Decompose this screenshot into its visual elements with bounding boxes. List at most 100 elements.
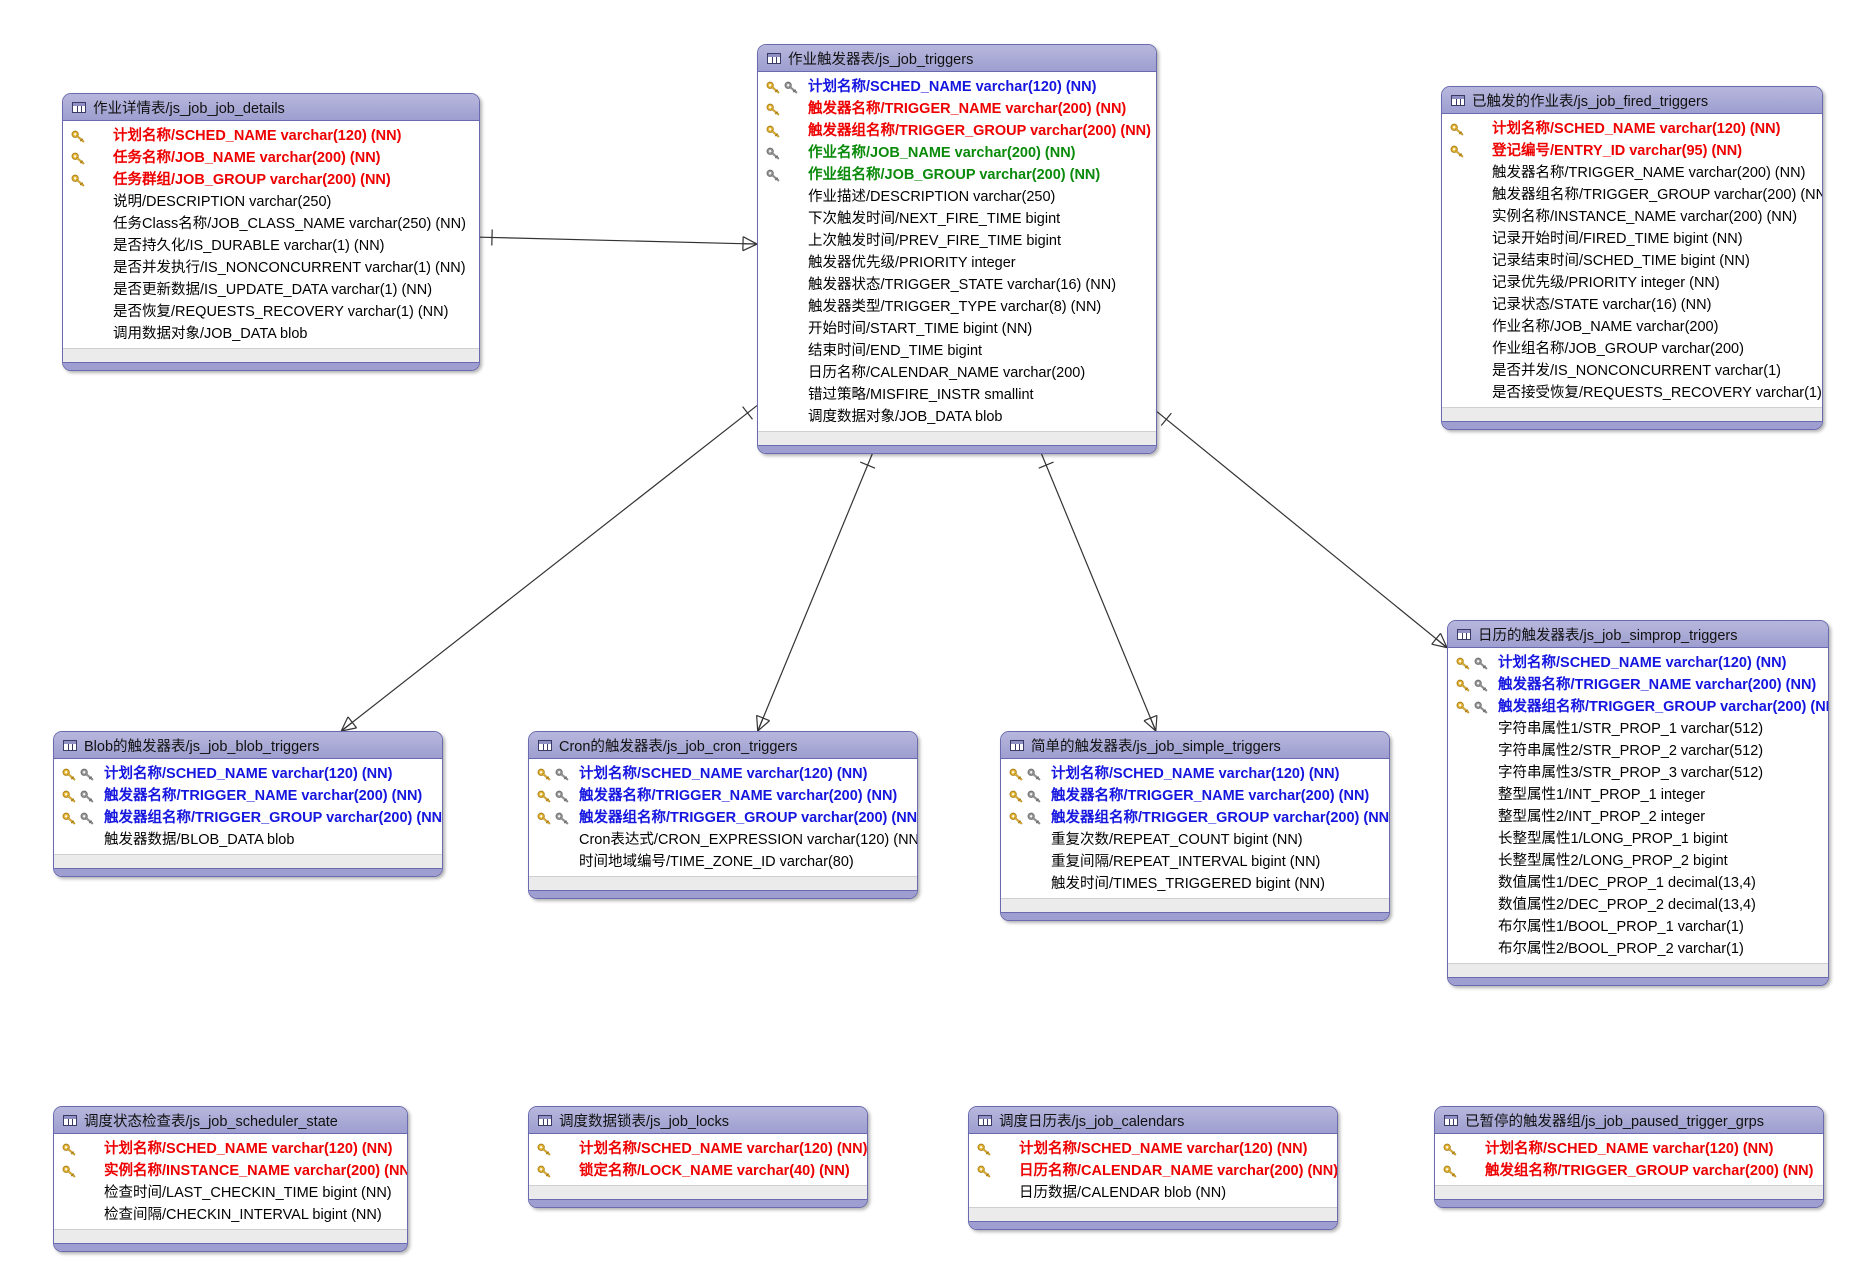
entity-cron_triggers[interactable]: Cron的触发器表/js_job_cron_triggers 计划名称/SCHED… bbox=[528, 731, 918, 899]
attribute-row[interactable]: 触发器组名称/TRIGGER_GROUP varchar(200) (NN) bbox=[1448, 696, 1828, 718]
attribute-row[interactable]: 触发器组名称/TRIGGER_GROUP varchar(200) (NN) bbox=[54, 807, 442, 829]
attribute-row[interactable]: 计划名称/SCHED_NAME varchar(120) (NN) bbox=[529, 1138, 867, 1160]
entity-job_details[interactable]: 作业详情表/js_job_job_details 计划名称/SCHED_NAME … bbox=[62, 93, 480, 371]
attribute-row[interactable]: 触发器组名称/TRIGGER_GROUP varchar(200) (NN) bbox=[758, 120, 1156, 142]
attribute-row[interactable]: 计划名称/SCHED_NAME varchar(120) (NN) bbox=[969, 1138, 1337, 1160]
attribute-row[interactable]: 整型属性2/INT_PROP_2 integer bbox=[1448, 806, 1828, 828]
entity-header-cron_triggers[interactable]: Cron的触发器表/js_job_cron_triggers bbox=[529, 732, 917, 759]
attribute-row[interactable]: 触发时间/TIMES_TRIGGERED bigint (NN) bbox=[1001, 873, 1389, 895]
attribute-row[interactable]: 布尔属性1/BOOL_PROP_1 varchar(1) bbox=[1448, 916, 1828, 938]
attribute-row[interactable]: 计划名称/SCHED_NAME varchar(120) (NN) bbox=[758, 76, 1156, 98]
attribute-row[interactable]: 错过策略/MISFIRE_INSTR smallint bbox=[758, 384, 1156, 406]
attribute-row[interactable]: 计划名称/SCHED_NAME varchar(120) (NN) bbox=[1448, 652, 1828, 674]
attribute-row[interactable]: 记录结束时间/SCHED_TIME bigint (NN) bbox=[1442, 250, 1822, 272]
attribute-row[interactable]: 计划名称/SCHED_NAME varchar(120) (NN) bbox=[54, 763, 442, 785]
attribute-row[interactable]: 是否并发/IS_NONCONCURRENT varchar(1) bbox=[1442, 360, 1822, 382]
attribute-row[interactable]: 计划名称/SCHED_NAME varchar(120) (NN) bbox=[1442, 118, 1822, 140]
entity-paused_trigger_grps[interactable]: 已暂停的触发器组/js_job_paused_trigger_grps 计划名称/… bbox=[1434, 1106, 1824, 1208]
entity-header-job_triggers[interactable]: 作业触发器表/js_job_triggers bbox=[758, 45, 1156, 72]
attribute-row[interactable]: 上次触发时间/PREV_FIRE_TIME bigint bbox=[758, 230, 1156, 252]
attribute-row[interactable]: 是否并发执行/IS_NONCONCURRENT varchar(1) (NN) bbox=[63, 257, 479, 279]
attribute-row[interactable]: 任务名称/JOB_NAME varchar(200) (NN) bbox=[63, 147, 479, 169]
attribute-row[interactable]: 长整型属性2/LONG_PROP_2 bigint bbox=[1448, 850, 1828, 872]
entity-scheduler_state[interactable]: 调度状态检查表/js_job_scheduler_state 计划名称/SCHED… bbox=[53, 1106, 408, 1252]
attribute-row[interactable]: 触发器组名称/TRIGGER_GROUP varchar(200) (NN) bbox=[529, 807, 917, 829]
entity-header-fired_triggers[interactable]: 已触发的作业表/js_job_fired_triggers bbox=[1442, 87, 1822, 114]
attribute-row[interactable]: 触发器名称/TRIGGER_NAME varchar(200) (NN) bbox=[1448, 674, 1828, 696]
attribute-row[interactable]: 数值属性1/DEC_PROP_1 decimal(13,4) bbox=[1448, 872, 1828, 894]
attribute-row[interactable]: 检查时间/LAST_CHECKIN_TIME bigint (NN) bbox=[54, 1182, 407, 1204]
attribute-row[interactable]: 作业组名称/JOB_GROUP varchar(200) (NN) bbox=[758, 164, 1156, 186]
attribute-row[interactable]: 任务Class名称/JOB_CLASS_NAME varchar(250) (N… bbox=[63, 213, 479, 235]
entity-simprop_triggers[interactable]: 日历的触发器表/js_job_simprop_triggers 计划名称/SCHE… bbox=[1447, 620, 1829, 986]
attribute-row[interactable]: 调用数据对象/JOB_DATA blob bbox=[63, 323, 479, 345]
attribute-row[interactable]: 检查间隔/CHECKIN_INTERVAL bigint (NN) bbox=[54, 1204, 407, 1226]
attribute-row[interactable]: 触发器名称/TRIGGER_NAME varchar(200) (NN) bbox=[54, 785, 442, 807]
attribute-row[interactable]: 结束时间/END_TIME bigint bbox=[758, 340, 1156, 362]
attribute-row[interactable]: 触发器状态/TRIGGER_STATE varchar(16) (NN) bbox=[758, 274, 1156, 296]
attribute-row[interactable]: 时间地域编号/TIME_ZONE_ID varchar(80) bbox=[529, 851, 917, 873]
entity-header-simple_triggers[interactable]: 简单的触发器表/js_job_simple_triggers bbox=[1001, 732, 1389, 759]
attribute-row[interactable]: 触发器类型/TRIGGER_TYPE varchar(8) (NN) bbox=[758, 296, 1156, 318]
entity-header-calendars[interactable]: 调度日历表/js_job_calendars bbox=[969, 1107, 1337, 1134]
attribute-row[interactable]: 记录优先级/PRIORITY integer (NN) bbox=[1442, 272, 1822, 294]
attribute-row[interactable]: 锁定名称/LOCK_NAME varchar(40) (NN) bbox=[529, 1160, 867, 1182]
attribute-row[interactable]: 触发器数据/BLOB_DATA blob bbox=[54, 829, 442, 851]
attribute-row[interactable]: 触发器名称/TRIGGER_NAME varchar(200) (NN) bbox=[529, 785, 917, 807]
attribute-row[interactable]: 触发器组名称/TRIGGER_GROUP varchar(200) (NN) bbox=[1442, 184, 1822, 206]
attribute-row[interactable]: 重复次数/REPEAT_COUNT bigint (NN) bbox=[1001, 829, 1389, 851]
entity-header-paused_trigger_grps[interactable]: 已暂停的触发器组/js_job_paused_trigger_grps bbox=[1435, 1107, 1823, 1134]
entity-header-job_details[interactable]: 作业详情表/js_job_job_details bbox=[63, 94, 479, 121]
attribute-row[interactable]: 触发器名称/TRIGGER_NAME varchar(200) (NN) bbox=[758, 98, 1156, 120]
attribute-row[interactable]: 字符串属性3/STR_PROP_3 varchar(512) bbox=[1448, 762, 1828, 784]
entity-header-blob_triggers[interactable]: Blob的触发器表/js_job_blob_triggers bbox=[54, 732, 442, 759]
attribute-row[interactable]: 是否更新数据/IS_UPDATE_DATA varchar(1) (NN) bbox=[63, 279, 479, 301]
attribute-row[interactable]: 调度数据对象/JOB_DATA blob bbox=[758, 406, 1156, 428]
attribute-row[interactable]: 计划名称/SCHED_NAME varchar(120) (NN) bbox=[1435, 1138, 1823, 1160]
attribute-row[interactable]: 实例名称/INSTANCE_NAME varchar(200) (NN) bbox=[1442, 206, 1822, 228]
entity-header-scheduler_state[interactable]: 调度状态检查表/js_job_scheduler_state bbox=[54, 1107, 407, 1134]
attribute-row[interactable]: 作业组名称/JOB_GROUP varchar(200) bbox=[1442, 338, 1822, 360]
attribute-row[interactable]: 任务群组/JOB_GROUP varchar(200) (NN) bbox=[63, 169, 479, 191]
entity-calendars[interactable]: 调度日历表/js_job_calendars 计划名称/SCHED_NAME va… bbox=[968, 1106, 1338, 1230]
attribute-row[interactable]: 计划名称/SCHED_NAME varchar(120) (NN) bbox=[1001, 763, 1389, 785]
attribute-row[interactable]: 作业名称/JOB_NAME varchar(200) bbox=[1442, 316, 1822, 338]
entity-job_triggers[interactable]: 作业触发器表/js_job_triggers 计划名称/SCHED_NAME va… bbox=[757, 44, 1157, 454]
attribute-row[interactable]: 计划名称/SCHED_NAME varchar(120) (NN) bbox=[529, 763, 917, 785]
attribute-row[interactable]: 字符串属性2/STR_PROP_2 varchar(512) bbox=[1448, 740, 1828, 762]
attribute-row[interactable]: 作业名称/JOB_NAME varchar(200) (NN) bbox=[758, 142, 1156, 164]
attribute-row[interactable]: 日历数据/CALENDAR blob (NN) bbox=[969, 1182, 1337, 1204]
entity-blob_triggers[interactable]: Blob的触发器表/js_job_blob_triggers 计划名称/SCHED… bbox=[53, 731, 443, 877]
attribute-row[interactable]: 触发器名称/TRIGGER_NAME varchar(200) (NN) bbox=[1001, 785, 1389, 807]
attribute-row[interactable]: 实例名称/INSTANCE_NAME varchar(200) (NN) bbox=[54, 1160, 407, 1182]
attribute-row[interactable]: Cron表达式/CRON_EXPRESSION varchar(120) (NN… bbox=[529, 829, 917, 851]
attribute-row[interactable]: 下次触发时间/NEXT_FIRE_TIME bigint bbox=[758, 208, 1156, 230]
entity-fired_triggers[interactable]: 已触发的作业表/js_job_fired_triggers 计划名称/SCHED_… bbox=[1441, 86, 1823, 430]
attribute-row[interactable]: 记录开始时间/FIRED_TIME bigint (NN) bbox=[1442, 228, 1822, 250]
attribute-row[interactable]: 触发器名称/TRIGGER_NAME varchar(200) (NN) bbox=[1442, 162, 1822, 184]
attribute-row[interactable]: 登记编号/ENTRY_ID varchar(95) (NN) bbox=[1442, 140, 1822, 162]
attribute-row[interactable]: 触发器优先级/PRIORITY integer bbox=[758, 252, 1156, 274]
entity-simple_triggers[interactable]: 简单的触发器表/js_job_simple_triggers 计划名称/SCHED… bbox=[1000, 731, 1390, 921]
attribute-row[interactable]: 计划名称/SCHED_NAME varchar(120) (NN) bbox=[54, 1138, 407, 1160]
entity-header-locks[interactable]: 调度数据锁表/js_job_locks bbox=[529, 1107, 867, 1134]
attribute-row[interactable]: 记录状态/STATE varchar(16) (NN) bbox=[1442, 294, 1822, 316]
attribute-row[interactable]: 日历名称/CALENDAR_NAME varchar(200) bbox=[758, 362, 1156, 384]
attribute-row[interactable]: 整型属性1/INT_PROP_1 integer bbox=[1448, 784, 1828, 806]
attribute-row[interactable]: 是否持久化/IS_DURABLE varchar(1) (NN) bbox=[63, 235, 479, 257]
attribute-row[interactable]: 作业描述/DESCRIPTION varchar(250) bbox=[758, 186, 1156, 208]
attribute-row[interactable]: 计划名称/SCHED_NAME varchar(120) (NN) bbox=[63, 125, 479, 147]
attribute-row[interactable]: 日历名称/CALENDAR_NAME varchar(200) (NN) bbox=[969, 1160, 1337, 1182]
attribute-row[interactable]: 是否恢复/REQUESTS_RECOVERY varchar(1) (NN) bbox=[63, 301, 479, 323]
attribute-row[interactable]: 重复间隔/REPEAT_INTERVAL bigint (NN) bbox=[1001, 851, 1389, 873]
attribute-row[interactable]: 触发组名称/TRIGGER_GROUP varchar(200) (NN) bbox=[1435, 1160, 1823, 1182]
attribute-row[interactable]: 长整型属性1/LONG_PROP_1 bigint bbox=[1448, 828, 1828, 850]
entity-locks[interactable]: 调度数据锁表/js_job_locks 计划名称/SCHED_NAME varch… bbox=[528, 1106, 868, 1208]
attribute-row[interactable]: 布尔属性2/BOOL_PROP_2 varchar(1) bbox=[1448, 938, 1828, 960]
attribute-row[interactable]: 触发器组名称/TRIGGER_GROUP varchar(200) (NN) bbox=[1001, 807, 1389, 829]
attribute-row[interactable]: 数值属性2/DEC_PROP_2 decimal(13,4) bbox=[1448, 894, 1828, 916]
entity-header-simprop_triggers[interactable]: 日历的触发器表/js_job_simprop_triggers bbox=[1448, 621, 1828, 648]
attribute-row[interactable]: 说明/DESCRIPTION varchar(250) bbox=[63, 191, 479, 213]
attribute-row[interactable]: 字符串属性1/STR_PROP_1 varchar(512) bbox=[1448, 718, 1828, 740]
attribute-row[interactable]: 开始时间/START_TIME bigint (NN) bbox=[758, 318, 1156, 340]
